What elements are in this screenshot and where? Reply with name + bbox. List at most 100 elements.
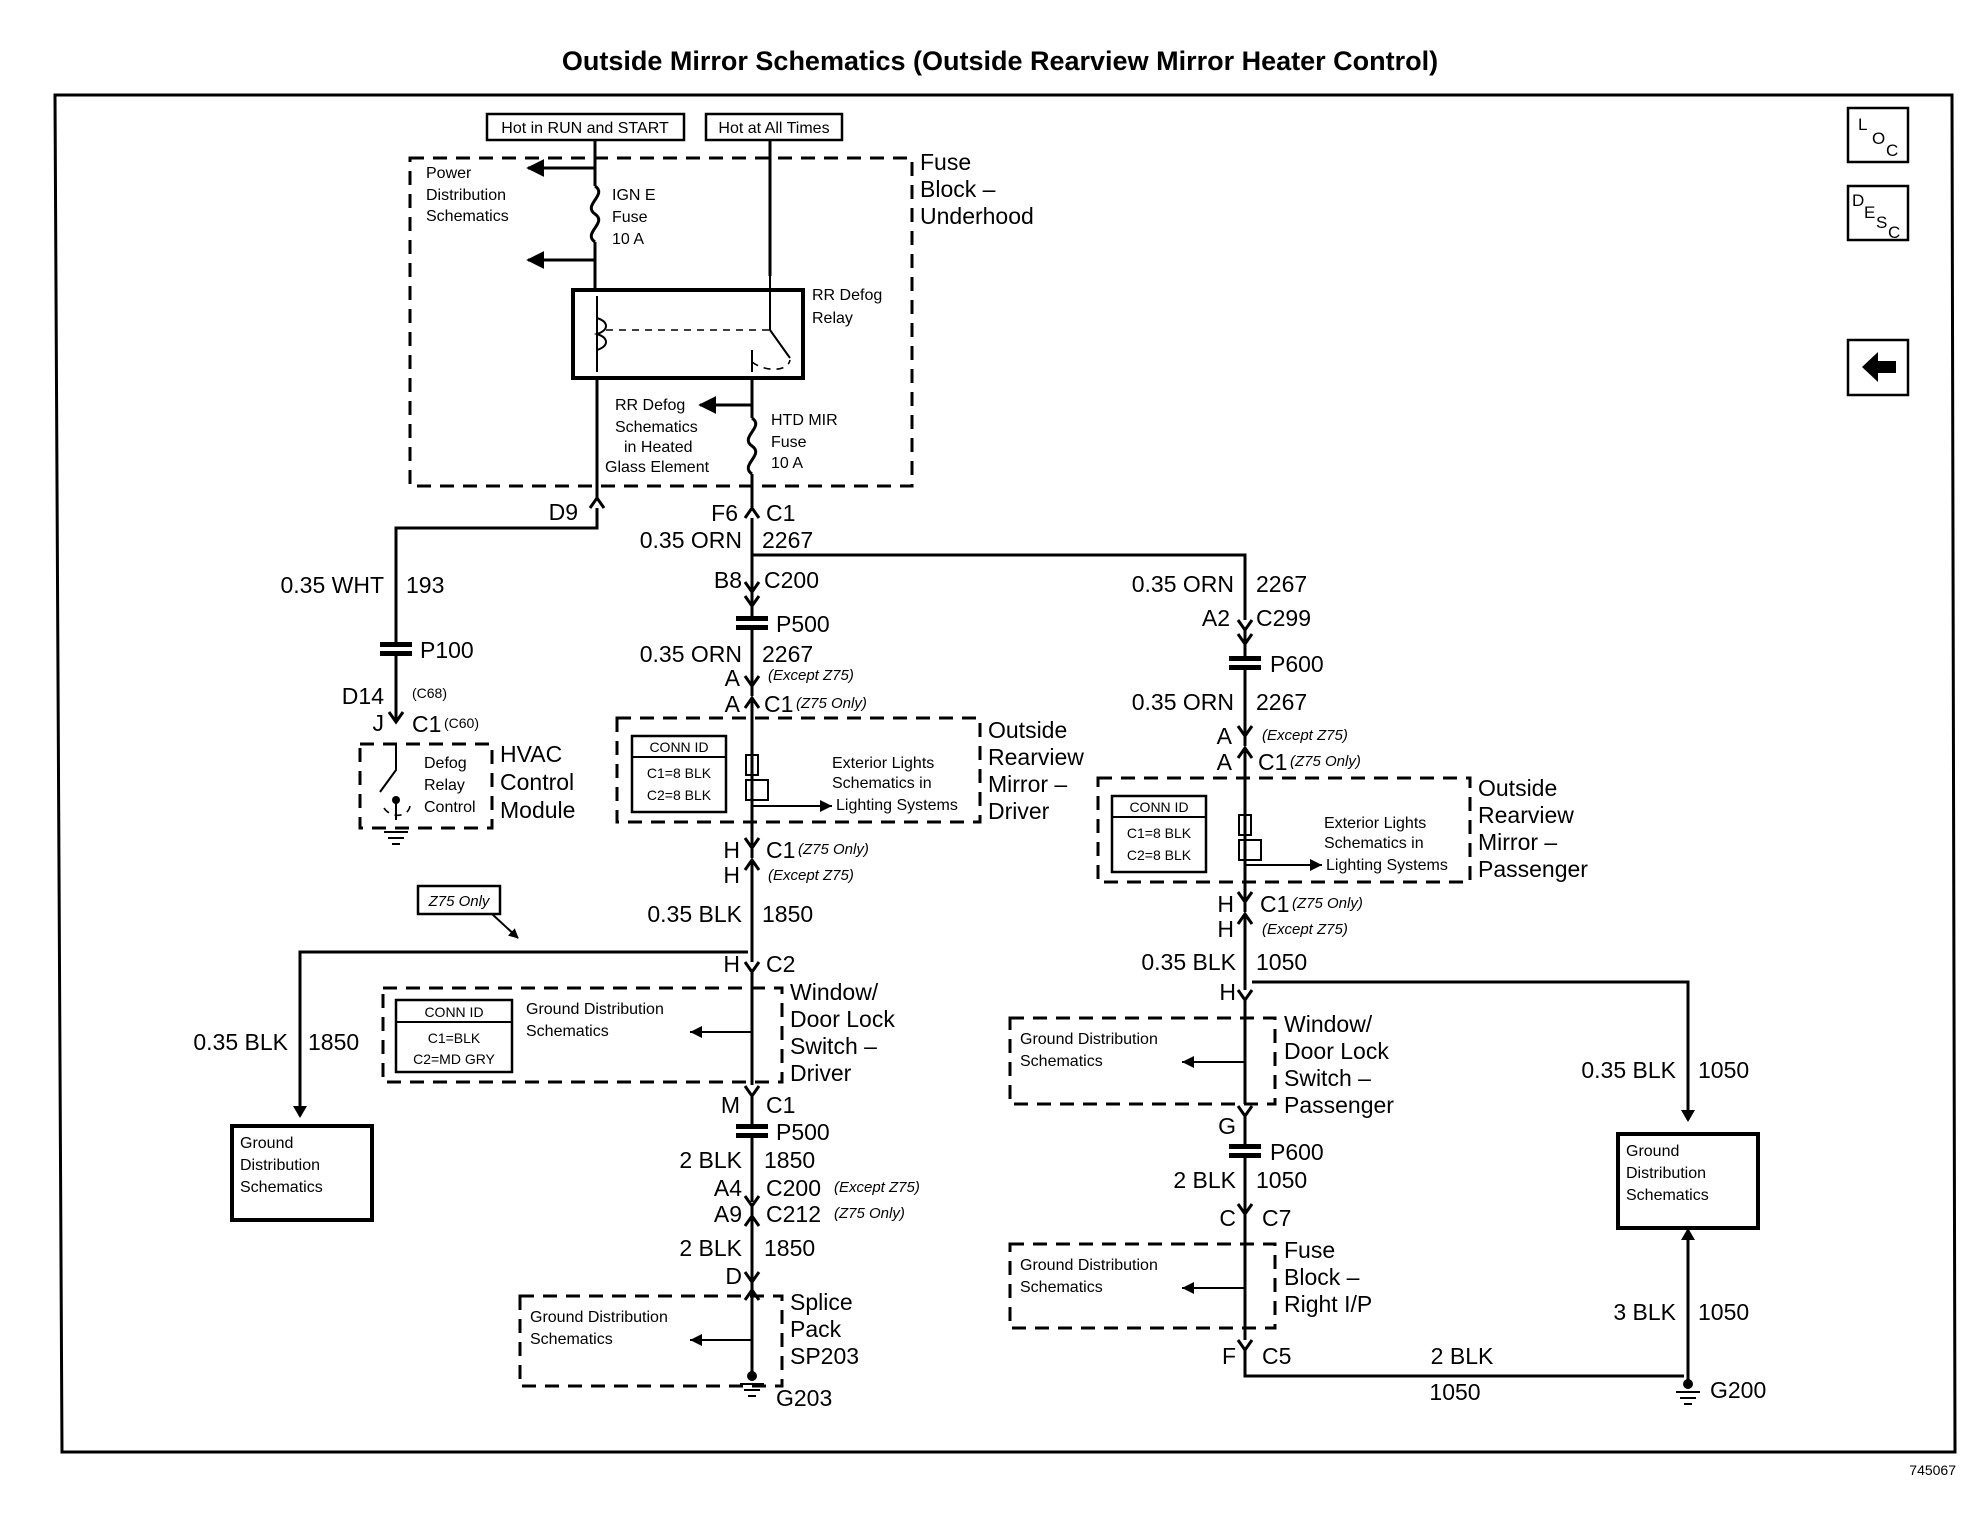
driver-except-z75-c: (Except Z75) [834,1179,920,1196]
driver-wire-2267-lower [743,630,761,755]
driver-switch-ground-arrow-icon [690,1026,702,1038]
driver-ext-lights-2: Schematics in [832,775,932,792]
g200-ground-icon [1676,1391,1700,1405]
loc-button-frame[interactable] [1846,106,1910,164]
page-title: Outside Mirror Schematics (Outside Rearv… [562,46,1438,76]
passenger-z75-only-b: (Z75 Only) [1292,895,1363,912]
p100-connector-top [380,642,412,647]
driver-pin-h-2: H [723,862,740,888]
passenger-pin-c: C [1219,1205,1236,1231]
driver-circuit-1850-c: 1850 [764,1235,815,1261]
power-dist-label-3: Schematics [426,208,509,225]
passenger-wire-blk: 0.35 BLK [1141,949,1236,975]
loc-button[interactable]: L O C [1846,106,1910,164]
hvac-module-label-2: Control [500,769,574,795]
relay-control-label-1: Defog [424,755,467,772]
desc-letter-c: C [1888,223,1900,242]
driver-pin-a4: A4 [714,1175,742,1201]
passenger-right-ground-3: Schematics [1626,1187,1709,1204]
driver-switch-conn-id-title: CONN ID [424,1004,483,1020]
driver-conn-id-c1: C1=8 BLK [647,765,712,781]
passenger-p600-b-top [1229,1144,1261,1149]
passenger-circuit-2267: 2267 [1256,571,1307,597]
passenger-c299-label: C299 [1256,605,1311,631]
driver-mirror-outline [615,716,982,824]
splice-pack-label-1: Splice [790,1289,853,1315]
driver-pin-a9: A9 [714,1201,742,1227]
fuse-ground-2: Schematics [1020,1279,1103,1296]
splice-pack-label-3: SP203 [790,1343,859,1369]
passenger-switch-label-3: Switch – [1284,1065,1371,1091]
passenger-right-circuit: 1050 [1698,1057,1749,1083]
passenger-mirror-outline [1096,776,1472,884]
passenger-switch-ground-arrow-icon [1182,1056,1194,1068]
driver-z75-only-b: (Z75 Only) [798,841,869,858]
p100-connector-bottom [380,651,412,656]
driver-ext-lights-3: Lighting Systems [836,797,958,814]
driver-z75-only-c: (Z75 Only) [834,1205,905,1222]
driver-left-circuit: 1850 [308,1029,359,1055]
driver-wire-2blk: 2 BLK [679,1147,742,1173]
driver-p500-label: P500 [776,611,830,637]
ign-fuse-label-1: IGN E [612,187,656,204]
loc-letter-l: L [1858,115,1867,134]
passenger-ext-lights-1: Exterior Lights [1324,815,1426,832]
htd-fuse-label-2: Fuse [771,434,807,451]
passenger-conn-c1-z75: C1 [1258,749,1287,775]
driver-left-ground-box [230,1124,374,1222]
passenger-ext-lights-arrow-icon [1310,859,1322,871]
g203-ground-icon [740,1383,764,1397]
driver-except-z75: (Except Z75) [768,667,854,684]
desc-button[interactable]: D E S C [1846,184,1910,242]
relay-return-curve [751,359,791,371]
splice-ground-2: Schematics [530,1331,613,1348]
driver-wire-to-p500-b [743,1085,761,1126]
passenger-mirror-label-3: Mirror – [1478,829,1557,855]
diagram-frame [53,93,1957,1454]
passenger-conn-id-c1: C1=8 BLK [1127,825,1192,841]
driver-left-ground-wire [298,950,748,1116]
passenger-bottom-circuit: 1050 [1429,1379,1480,1405]
passenger-right-ground-wire [1252,980,1690,1120]
passenger-wire-1050-lower [1236,1158,1254,1244]
passenger-pin-a2: A2 [1202,605,1230,631]
hvac-module-label-1: HVAC [500,741,562,767]
passenger-bottom-wire-label: 2 BLK [1431,1343,1494,1369]
defog-relay-control-switch [379,744,397,820]
driver-left-ground-arrow-icon [293,1106,307,1118]
driver-pin-b8: B8 [714,567,742,593]
driver-wire-2267-upper [743,500,761,590]
passenger-conn-id-c2: C2=8 BLK [1127,847,1192,863]
passenger-pin-a-1: A [1217,723,1233,749]
hvac-module-label-3: Module [500,797,575,823]
splice-pack-label-2: Pack [790,1316,842,1342]
driver-switch-label-4: Driver [790,1060,852,1086]
driver-circuit-2267: 2267 [762,527,813,553]
driver-pin-d: D [725,1263,742,1289]
g200-node [1683,1379,1693,1389]
passenger-switch-label-4: Passenger [1284,1092,1394,1118]
passenger-wire-orn: 0.35 ORN [1132,571,1234,597]
p100-label: P100 [420,637,474,663]
driver-circuit-1850: 1850 [762,901,813,927]
driver-mirror-label-1: Outside [988,717,1067,743]
driver-circuit-1850-b: 1850 [764,1147,815,1173]
passenger-p600-b-label: P600 [1270,1139,1324,1165]
passenger-wire-2267-lower [1236,670,1254,800]
desc-letter-s: S [1876,213,1887,232]
passenger-ext-lights-3: Lighting Systems [1326,857,1448,874]
desc-button-frame[interactable] [1846,184,1910,242]
back-button[interactable] [1846,338,1910,397]
fuse-right-ip-label-2: Block – [1284,1264,1360,1290]
driver-wire-1850-lower [743,1138,761,1305]
passenger-except-z75-b: (Except Z75) [1262,921,1348,938]
passenger-pin-a-2: A [1217,749,1233,775]
rr-defog-relay-label-2: Relay [812,310,853,327]
hvac-pin-j: J [373,710,385,736]
hvac-wire-gauge: 0.35 WHT [280,572,384,598]
passenger-wire-orn-2: 0.35 ORN [1132,689,1234,715]
driver-pin-f6: F6 [711,500,738,526]
hot-all-times-label: Hot at All Times [718,120,829,137]
desc-letter-e: E [1864,203,1875,222]
driver-pin-a-1: A [725,665,741,691]
